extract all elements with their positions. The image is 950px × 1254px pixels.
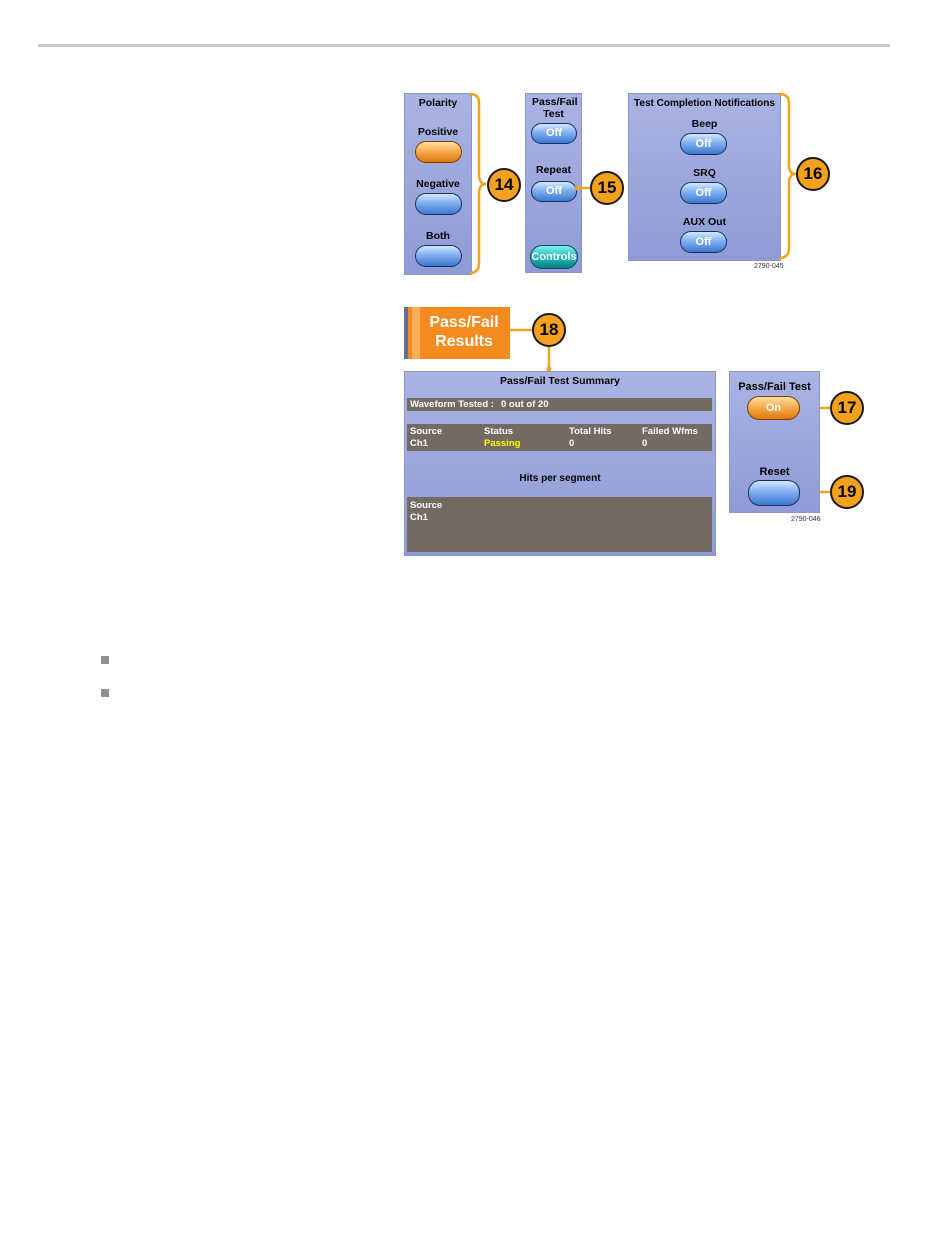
callout-16: 16 xyxy=(796,157,830,191)
results-tab[interactable]: Pass/Fail Results xyxy=(404,307,510,359)
waveform-tested-row: Waveform Tested : 0 out of 20 xyxy=(407,398,712,411)
passfail-test-panel: Pass/Fail Test On Reset xyxy=(729,371,820,513)
positive-label: Positive xyxy=(417,126,459,138)
passfail-test-label: Pass/Fail Test xyxy=(738,381,811,393)
waveform-tested-value: 0 out of 20 xyxy=(501,399,549,410)
both-button[interactable] xyxy=(415,245,462,267)
header-rule xyxy=(38,44,890,47)
results-tab-label: Pass/Fail Results xyxy=(429,314,499,350)
negative-button[interactable] xyxy=(415,193,462,215)
beep-label: Beep xyxy=(691,118,718,130)
bullet-marker-2 xyxy=(101,689,109,697)
bullet-marker-1 xyxy=(101,656,109,664)
results-table: Source Status Total Hits Failed Wfms Ch1… xyxy=(407,424,712,451)
srq-off-button[interactable]: Off xyxy=(680,182,727,204)
beep-off-button[interactable]: Off xyxy=(680,133,727,155)
figure1-id: 2790-045 xyxy=(754,263,784,270)
results-tab-stripe xyxy=(412,307,420,359)
summary-panel: Pass/Fail Test Summary Waveform Tested :… xyxy=(404,371,716,556)
srq-label: SRQ xyxy=(693,167,716,179)
hits-source-value: Ch1 xyxy=(410,512,428,523)
polarity-panel: Polarity Positive Negative Both xyxy=(404,93,472,275)
aux-off-button[interactable]: Off xyxy=(680,231,727,253)
summary-title: Pass/Fail Test Summary xyxy=(499,375,621,387)
reset-label: Reset xyxy=(759,466,790,478)
controls-button[interactable]: Controls xyxy=(530,245,578,269)
waveform-tested-label: Waveform Tested : xyxy=(410,399,494,410)
passfail-off-button[interactable]: Off xyxy=(531,123,577,144)
hits-table: Source Ch1 xyxy=(407,497,712,552)
notifications-title: Test Completion Notifications xyxy=(634,98,775,109)
bracket-14 xyxy=(469,92,487,275)
positive-button[interactable] xyxy=(415,141,462,163)
notifications-panel: Test Completion Notifications Beep Off S… xyxy=(628,93,781,261)
passfail-on-button[interactable]: On xyxy=(747,396,800,420)
figure2-id: 2790-046 xyxy=(791,516,821,523)
callout-15: 15 xyxy=(590,171,624,205)
callout-14: 14 xyxy=(487,168,521,202)
row-total-hits: 0 xyxy=(569,438,575,449)
reset-button[interactable] xyxy=(748,480,800,506)
row-source: Ch1 xyxy=(410,438,428,449)
col-source: Source xyxy=(410,426,443,437)
polarity-title: Polarity xyxy=(418,97,458,109)
row-failed-wfms: 0 xyxy=(642,438,648,449)
negative-label: Negative xyxy=(416,178,460,190)
repeat-label: Repeat xyxy=(535,164,571,176)
both-label: Both xyxy=(426,230,450,242)
hits-source-label: Source xyxy=(410,500,443,511)
repeat-off-button[interactable]: Off xyxy=(531,181,577,202)
col-status: Status xyxy=(484,426,514,437)
col-total-hits: Total Hits xyxy=(569,426,612,437)
passfail-panel: Pass/Fail Test Off Repeat Off Controls xyxy=(525,93,582,273)
bracket-16 xyxy=(778,92,797,260)
col-failed-wfms: Failed Wfms xyxy=(642,426,698,437)
hits-per-segment-title: Hits per segment xyxy=(519,473,601,484)
callout-19: 19 xyxy=(830,475,864,509)
row-status: Passing xyxy=(484,438,521,449)
aux-out-label: AUX Out xyxy=(682,216,727,228)
callout-18: 18 xyxy=(532,313,566,347)
passfail-title: Pass/Fail Test xyxy=(532,96,578,120)
callout-17: 17 xyxy=(830,391,864,425)
figure1-brackets xyxy=(469,92,797,275)
